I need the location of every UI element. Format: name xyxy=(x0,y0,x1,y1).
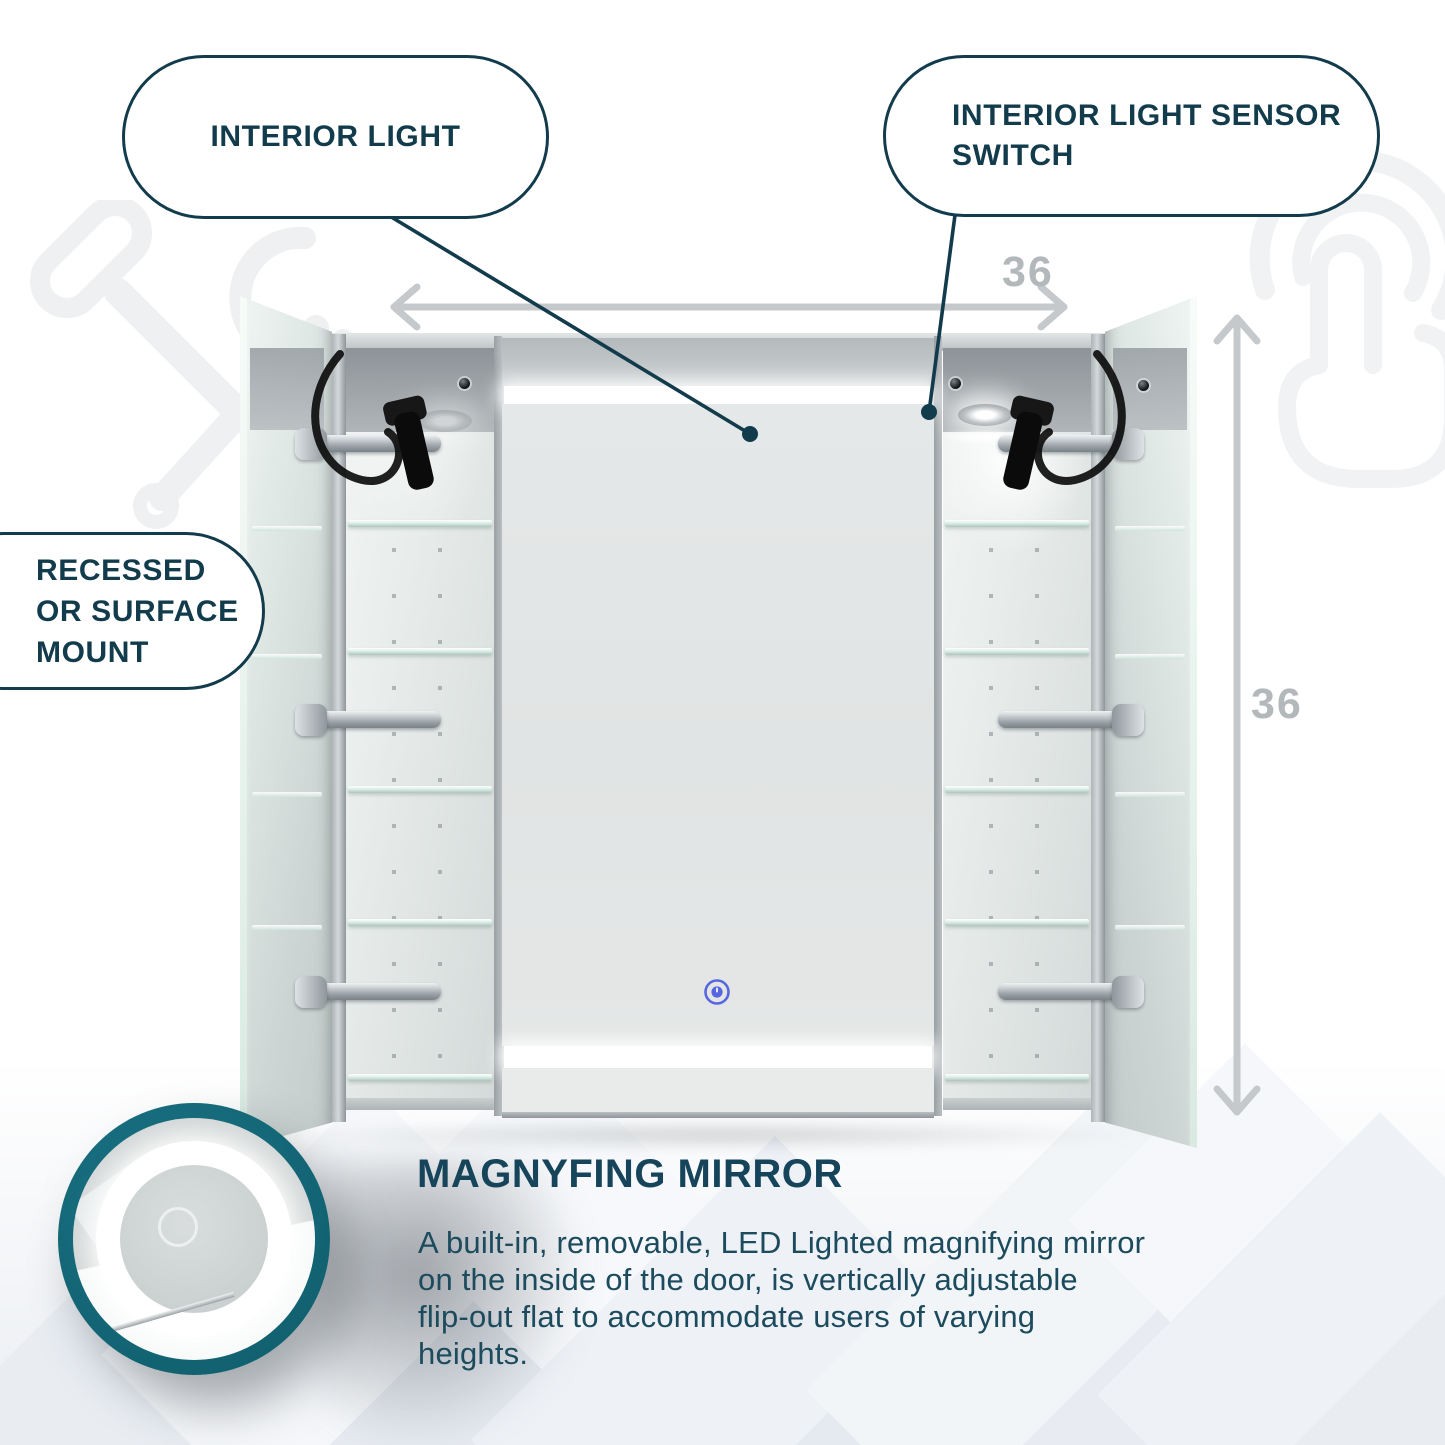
left-door-glass-edge xyxy=(240,296,247,1148)
left-bay-floor xyxy=(346,1098,494,1110)
shelf-pin-holes xyxy=(989,548,993,1108)
glass-shelf xyxy=(945,1074,1089,1081)
hinge xyxy=(295,975,447,1009)
callout-sensor-switch-label: INTERIOR LIGHT SENSOR SWITCH xyxy=(952,99,1342,172)
glass-shelf xyxy=(348,919,492,926)
callout-interior-light-label: INTERIOR LIGHT xyxy=(210,120,461,153)
door-shelf xyxy=(252,792,322,797)
right-panel-seam xyxy=(934,336,942,1116)
magnifier-touch-button xyxy=(158,1207,198,1247)
led-strip-top xyxy=(504,386,932,404)
mirror-body xyxy=(502,404,934,1046)
glass-shelf xyxy=(348,520,492,527)
shelf-pin-holes xyxy=(392,548,396,1108)
touch-sensor-icon xyxy=(704,979,730,1005)
glass-shelf xyxy=(348,648,492,655)
light-reflection-streak xyxy=(940,432,1035,441)
door-shelf xyxy=(252,925,322,930)
feature-title: MAGNYFING MIRROR xyxy=(417,1152,843,1196)
led-strip-bottom xyxy=(504,1046,932,1068)
mirror-bottom-edge xyxy=(502,1112,934,1118)
center-mirror-panel xyxy=(502,338,934,1118)
callout-interior-light: INTERIOR LIGHT xyxy=(122,55,549,219)
width-dimension-label: 36 xyxy=(1002,248,1054,296)
door-shelf xyxy=(1115,526,1185,531)
circle-cast-shadow xyxy=(318,1160,598,1445)
cabinet-illustration xyxy=(240,296,1197,1148)
cabinet-floor-shadow xyxy=(280,1120,1160,1150)
door-shelf xyxy=(252,654,322,659)
door-shelf xyxy=(1115,654,1185,659)
right-bay-floor xyxy=(943,1098,1091,1110)
callout-mount-type: RECESSED OR SURFACE MOUNT xyxy=(0,532,265,690)
mirror-top-reflection xyxy=(502,338,934,386)
left-door-jamb xyxy=(332,334,346,1122)
height-dimension-label: 36 xyxy=(1251,680,1303,728)
sensor-hole xyxy=(1138,380,1149,391)
glass-shelf xyxy=(348,786,492,793)
door-shelf xyxy=(1115,792,1185,797)
door-shelf xyxy=(252,526,322,531)
callout-sensor-switch: INTERIOR LIGHT SENSOR SWITCH xyxy=(883,55,1380,217)
hinge xyxy=(295,703,447,737)
magnifying-mirror-photo-ring xyxy=(58,1103,330,1375)
glass-shelf xyxy=(945,648,1089,655)
glass-shelf xyxy=(348,1074,492,1081)
feature-description: A built-in, removable, LED Lighted magni… xyxy=(418,1225,1146,1371)
glass-shelf xyxy=(945,520,1089,527)
mirror-lower-band xyxy=(502,1068,934,1112)
door-shelf xyxy=(1115,925,1185,930)
magnifier-mirror-face xyxy=(120,1165,268,1313)
right-door-glass-edge xyxy=(1190,296,1197,1148)
magnifying-mirror-photo xyxy=(73,1118,315,1360)
callout-mount-type-label: RECESSED OR SURFACE MOUNT xyxy=(36,553,239,669)
shelf-pin-holes xyxy=(438,548,442,1108)
magnifier-led-ring xyxy=(96,1141,292,1337)
left-panel-seam xyxy=(494,336,502,1116)
interior-puck-light xyxy=(958,404,1012,426)
shelf-pin-holes xyxy=(1035,548,1039,1108)
glass-shelf xyxy=(945,919,1089,926)
glass-shelf xyxy=(945,786,1089,793)
